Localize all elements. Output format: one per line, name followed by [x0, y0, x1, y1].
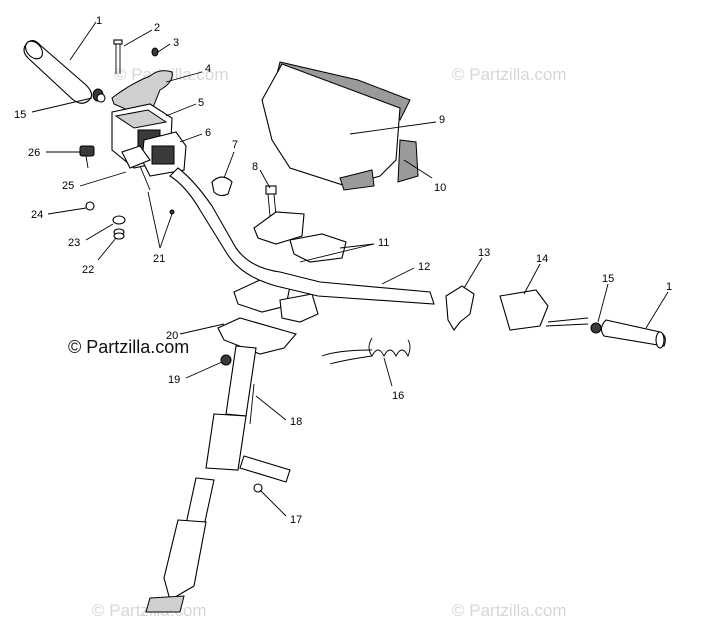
bushing-part	[239, 455, 291, 483]
bolt-part	[265, 185, 277, 217]
callout-label: 5	[198, 97, 204, 109]
callout-label: 10	[434, 182, 446, 194]
fastener-part	[169, 209, 175, 215]
callout-label: 7	[232, 139, 238, 151]
callout-label: 13	[478, 247, 490, 259]
washer-part	[113, 232, 125, 240]
bracket-plate-part	[121, 145, 151, 169]
callout-label: 6	[205, 127, 211, 139]
callout-label: 12	[418, 261, 430, 273]
watermark: © Partzilla.com	[452, 601, 567, 620]
callout-label: 1	[666, 281, 672, 293]
handlebar-clamp-part	[233, 211, 347, 323]
callout-label: 9	[439, 114, 445, 126]
callout-label: 4	[205, 63, 211, 75]
steering-post-part	[145, 345, 257, 613]
brake-lever-part	[445, 285, 475, 331]
clip-part	[151, 47, 159, 57]
switch-part	[141, 131, 187, 177]
callout-labels: 1 2 3 4 15 5 6 26 7 8 25 24 23 22 21 9 1…	[14, 15, 672, 526]
watermark: © Partzilla.com	[452, 65, 567, 84]
right-grip-part	[600, 319, 666, 349]
callout-label: 15	[14, 109, 26, 121]
callout-label: 16	[392, 390, 404, 402]
callout-label: 25	[62, 180, 74, 192]
nut-part	[85, 201, 95, 211]
callout-label: 19	[168, 374, 180, 386]
callout-label: 26	[28, 147, 40, 159]
handlebar-part	[169, 167, 435, 305]
callout-label: 17	[290, 514, 302, 526]
callout-label: 15	[602, 273, 614, 285]
callout-label: 8	[252, 161, 258, 173]
callout-label: 21	[153, 253, 165, 265]
retainer-clip-part	[211, 176, 233, 197]
end-plug-part	[92, 88, 106, 103]
washer-part	[112, 215, 126, 225]
screw-part	[139, 165, 151, 191]
leader-lines	[31, 21, 669, 517]
bolt-part	[249, 383, 255, 425]
nut-part	[220, 354, 232, 366]
screw-part	[113, 39, 123, 74]
callout-label: 1	[96, 15, 102, 27]
end-plug-part	[590, 322, 602, 334]
callout-label: 22	[82, 264, 94, 276]
screw-small-part	[79, 145, 95, 169]
callout-label: 20	[166, 330, 178, 342]
control-housing-part	[499, 289, 589, 331]
coil-spring-part	[321, 337, 411, 365]
watermark-main: © Partzilla.com	[68, 337, 189, 357]
steering-plate-part	[217, 317, 297, 355]
callout-label: 14	[536, 253, 548, 265]
callout-label: 11	[378, 237, 389, 249]
callout-label: 3	[173, 37, 179, 49]
headlight-pod-part	[261, 61, 419, 191]
left-grip-part	[23, 39, 93, 104]
callout-label: 23	[68, 237, 80, 249]
callout-label: 2	[154, 22, 160, 34]
callout-label: 24	[31, 209, 43, 221]
callout-label: 18	[290, 416, 302, 428]
